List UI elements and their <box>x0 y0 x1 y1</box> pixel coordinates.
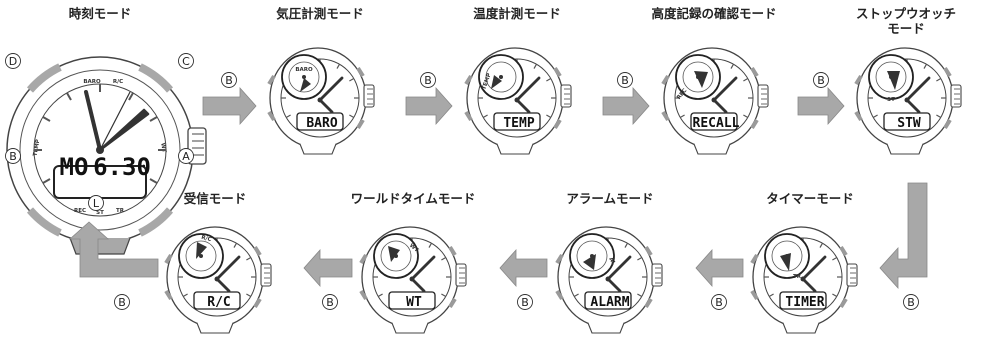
button-d-label: D <box>5 53 21 69</box>
arrow-label-9: B <box>114 294 130 310</box>
svg-text:WT: WT <box>159 142 167 153</box>
pointer-temp <box>491 75 502 89</box>
svg-text:B: B <box>521 296 529 309</box>
svg-text:C: C <box>182 55 190 68</box>
pointer-baro <box>300 78 311 92</box>
pointer-wt <box>388 246 400 262</box>
svg-text:B: B <box>715 296 723 309</box>
svg-text:B: B <box>817 74 825 87</box>
arrow-label-3: B <box>617 72 633 88</box>
bezel-label-alarm: AL <box>607 257 616 267</box>
pointer-stw <box>887 71 900 90</box>
lcd-temp: TEMP <box>503 116 534 131</box>
lcd-wt: WT <box>406 295 422 310</box>
bezel-label-rc: R/C <box>201 235 212 243</box>
svg-text:B: B <box>225 74 233 87</box>
svg-text:B: B <box>424 74 432 87</box>
svg-text:R/C: R/C <box>113 79 123 85</box>
mode-title-wt: ワールドタイムモード <box>351 191 476 206</box>
lcd-rc: R/C <box>207 295 230 310</box>
watch-timer <box>750 225 859 335</box>
main-lcd-day: MO <box>60 153 89 181</box>
lcd-alarm: ALARM <box>590 295 629 310</box>
arrow-6 <box>695 248 744 288</box>
arrow-label-6: B <box>711 294 727 310</box>
pointer-alarm <box>583 254 596 270</box>
watch-baro <box>267 46 376 156</box>
pointer-rc <box>196 242 207 259</box>
bezel-label-wt: WT <box>408 243 420 254</box>
mode-title-recall: 高度記録の確認モード <box>651 6 776 21</box>
bezel-label-stw: ST <box>887 97 895 103</box>
svg-text:B: B <box>326 296 334 309</box>
svg-text:TEMP: TEMP <box>33 139 42 157</box>
main-lcd-date: 6.30 <box>93 153 151 181</box>
lcd-timer: TIMER <box>785 295 824 310</box>
svg-text:ST: ST <box>96 210 104 216</box>
arrow-8 <box>303 248 353 288</box>
svg-text:B: B <box>621 74 629 87</box>
svg-text:B: B <box>9 150 17 163</box>
watch-stw <box>854 46 963 156</box>
watch-recall <box>661 46 770 156</box>
button-a-label: A <box>178 148 194 164</box>
arrow-label-2: B <box>420 72 436 88</box>
lcd-recall: RECALL <box>693 116 740 131</box>
button-l-label: L <box>88 195 104 211</box>
lcd-baro: BARO <box>306 116 337 131</box>
pointer-timer <box>780 253 791 271</box>
arrow-label-7: B <box>517 294 533 310</box>
button-b-label: B <box>5 148 21 164</box>
main-watch: BARO R/C TEMP WT REC ST TR <box>6 56 207 255</box>
arrow-label-5: B <box>903 294 919 310</box>
pointer-recall <box>694 71 708 88</box>
watch-temp <box>464 46 573 156</box>
bezel-label-timer: TR <box>793 274 802 280</box>
svg-text:B: B <box>118 296 126 309</box>
svg-text:D: D <box>9 55 17 68</box>
arrow-5 <box>879 182 928 290</box>
arrow-4 <box>797 86 845 126</box>
main-watch-title: 時刻モード <box>69 6 132 21</box>
svg-text:BARO: BARO <box>83 79 101 85</box>
mode-title-stw-line2: モード <box>887 21 925 36</box>
mode-title-baro: 気圧計測モード <box>276 6 364 21</box>
mode-title-stw-line1: ストップウオッチ <box>856 6 956 21</box>
arrow-7 <box>499 248 548 288</box>
watch-alarm <box>555 225 664 335</box>
mode-title-temp: 温度計測モード <box>473 6 561 21</box>
watch-rc <box>164 225 273 335</box>
mode-title-timer: タイマーモード <box>766 191 854 206</box>
svg-text:B: B <box>907 296 915 309</box>
arrow-3 <box>602 86 650 126</box>
bezel-label-baro: BARO <box>295 67 313 73</box>
arrow-label-1: B <box>221 72 237 88</box>
watch-wt <box>359 225 468 335</box>
mode-title-rc: 受信モード <box>184 191 247 206</box>
svg-text:A: A <box>182 150 190 163</box>
arrow-2 <box>405 86 453 126</box>
bezel-label-temp: TEMP <box>481 73 492 91</box>
mode-title-alarm: アラームモード <box>566 191 653 206</box>
arrow-9 <box>68 221 159 278</box>
arrow-1 <box>202 86 257 126</box>
svg-text:REC: REC <box>74 208 86 214</box>
lcd-stw: STW <box>897 116 921 131</box>
svg-text:TR: TR <box>116 208 125 214</box>
button-c-label: C <box>178 53 194 69</box>
arrow-label-4: B <box>813 72 829 88</box>
svg-text:L: L <box>93 197 100 210</box>
arrow-label-8: B <box>322 294 338 310</box>
